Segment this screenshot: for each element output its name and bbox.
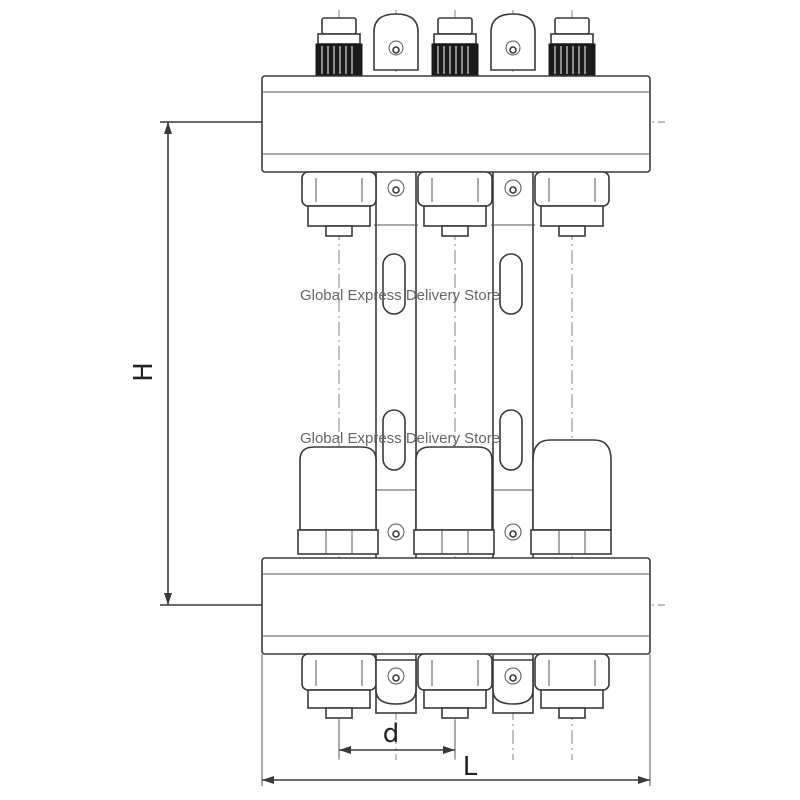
watermark-bottom: Global Express Delivery Store — [300, 430, 500, 447]
bottom-outlet-fittings — [301, 653, 610, 719]
dimension-d: d — [338, 719, 456, 758]
top-outlet-fittings — [301, 171, 610, 237]
dimension-h: H — [129, 121, 262, 606]
dimension-l: L — [261, 654, 651, 786]
dimension-h-label: H — [129, 362, 159, 382]
top-manifold-bar — [261, 75, 651, 173]
dimension-l-label: L — [463, 752, 478, 782]
dimension-d-label: d — [383, 719, 400, 749]
bottom-manifold-bar — [261, 557, 651, 655]
top-valve-caps — [315, 17, 596, 77]
flowmeter-caps — [297, 439, 612, 555]
watermark-top: Global Express Delivery Store — [300, 287, 500, 304]
